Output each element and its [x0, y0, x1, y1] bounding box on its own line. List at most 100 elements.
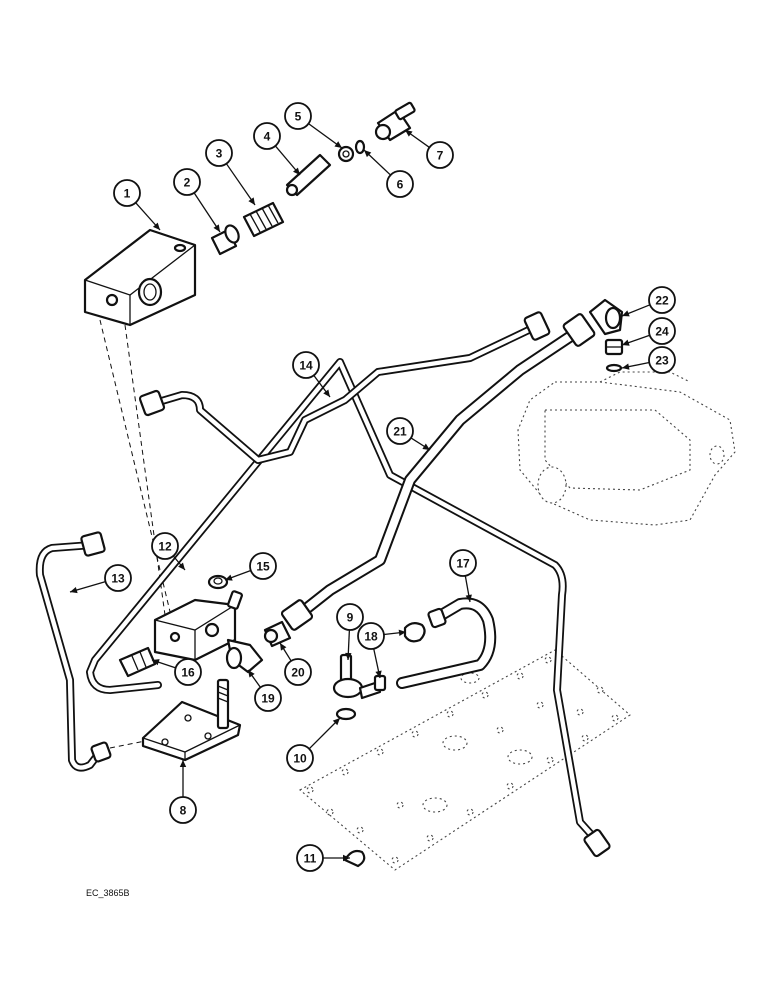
- clip-11: [343, 849, 366, 868]
- callout-circle: [386, 417, 414, 445]
- plate-hole: [306, 786, 314, 794]
- callout-circle: [296, 844, 324, 872]
- callout-number: 8: [180, 804, 187, 818]
- leader-arrow-2: [213, 224, 220, 232]
- plate-hole: [536, 701, 544, 709]
- callout-21: 21: [386, 417, 414, 445]
- plate-hole: [341, 768, 349, 776]
- leader-arrow-23: [622, 363, 630, 370]
- fitting-7: [374, 101, 416, 142]
- hose-clamp-18: [373, 621, 426, 692]
- callout-circle: [286, 744, 314, 772]
- leader-arrow-19: [248, 670, 255, 678]
- leader-arrow-4: [293, 167, 300, 175]
- callout-circle: [648, 286, 676, 314]
- tee-fitting-9: [332, 653, 382, 700]
- plate-hole: [326, 808, 334, 816]
- plate-hole: [596, 686, 604, 694]
- callout-number: 19: [261, 692, 275, 706]
- callout-number: 11: [304, 852, 317, 866]
- leader-arrow-15: [225, 574, 233, 581]
- adapter-16: [118, 646, 157, 678]
- leader-arrow-5: [334, 141, 342, 148]
- callout-number: 3: [216, 147, 223, 161]
- callout-circle: [284, 658, 312, 686]
- callout-circle: [386, 170, 414, 198]
- callout-14: 14: [292, 351, 320, 379]
- cover-plate: [299, 649, 631, 871]
- valve-block: [83, 228, 197, 327]
- o-ring-6: [354, 139, 366, 155]
- leader-arrow-20: [280, 643, 287, 651]
- plate-hole: [546, 756, 554, 764]
- hose-17: [396, 597, 497, 689]
- plate-hole: [544, 656, 552, 664]
- plate-holes: [306, 656, 619, 864]
- callout-circle: [104, 564, 132, 592]
- callout-24: 24: [648, 317, 676, 345]
- plug-2: [210, 224, 240, 256]
- leader-arrow-6: [364, 150, 372, 158]
- callout-number: 5: [295, 110, 302, 124]
- tube-13: [35, 531, 112, 772]
- leader-arrow-13: [70, 586, 78, 594]
- callout-13: 13: [104, 564, 132, 592]
- plate-hole: [496, 726, 504, 734]
- plate-hole: [581, 734, 589, 742]
- callout-number: 21: [393, 425, 407, 439]
- callout-circle: [151, 532, 179, 560]
- o-ring-10: [335, 707, 357, 721]
- callout-22: 22: [648, 286, 676, 314]
- figure-reference: EC_3865B: [86, 888, 130, 898]
- leader-line-2: [193, 192, 221, 233]
- leader-arrow-11: [343, 854, 350, 862]
- plate-hole: [611, 714, 619, 722]
- leader-arrow-22: [622, 310, 630, 317]
- leader-arrow-1: [152, 222, 160, 230]
- callout-circle: [648, 346, 676, 374]
- plate-hole: [466, 808, 474, 816]
- callout-circle: [169, 796, 197, 824]
- callout-number: 10: [293, 752, 307, 766]
- callout-number: 9: [347, 611, 354, 625]
- callout-circle: [357, 622, 385, 650]
- callout-number: 24: [655, 325, 669, 339]
- callout-10: 10: [286, 744, 314, 772]
- callout-7: 7: [426, 141, 454, 169]
- callout-circle: [254, 684, 282, 712]
- leader-arrow-10: [332, 718, 340, 726]
- spring-3: [242, 201, 285, 238]
- callout-circle: [249, 552, 277, 580]
- callout-number: 17: [456, 557, 470, 571]
- transmission-housing: [517, 371, 736, 526]
- callout-11: 11: [296, 844, 324, 872]
- plate-hole: [376, 748, 384, 756]
- hose-21: [280, 313, 596, 631]
- callout-15: 15: [249, 552, 277, 580]
- leader-arrow-12: [178, 562, 185, 570]
- callout-23: 23: [648, 346, 676, 374]
- leader-arrow-14: [323, 389, 330, 397]
- tube-14: [138, 311, 551, 464]
- plate-hole: [506, 782, 514, 790]
- callout-1: 1: [113, 179, 141, 207]
- leader-arrow-9: [345, 652, 352, 660]
- lower-valve-block: [153, 590, 243, 662]
- callout-circle: [174, 658, 202, 686]
- plate-hole: [516, 672, 524, 680]
- callout-9: 9: [336, 603, 364, 631]
- callout-4: 4: [253, 122, 281, 150]
- leader-arrow-17: [465, 594, 472, 602]
- plate-hole: [446, 710, 454, 718]
- leader-arrow-18: [398, 629, 406, 636]
- callout-5: 5: [284, 102, 312, 130]
- elbow-19: [225, 638, 264, 674]
- leader-line-10: [308, 717, 341, 750]
- callout-circle: [284, 102, 312, 130]
- callout-circle: [449, 549, 477, 577]
- plate-hole: [426, 834, 434, 842]
- callout-8: 8: [169, 796, 197, 824]
- mounting-bracket-8: [141, 678, 242, 762]
- callout-circle: [205, 139, 233, 167]
